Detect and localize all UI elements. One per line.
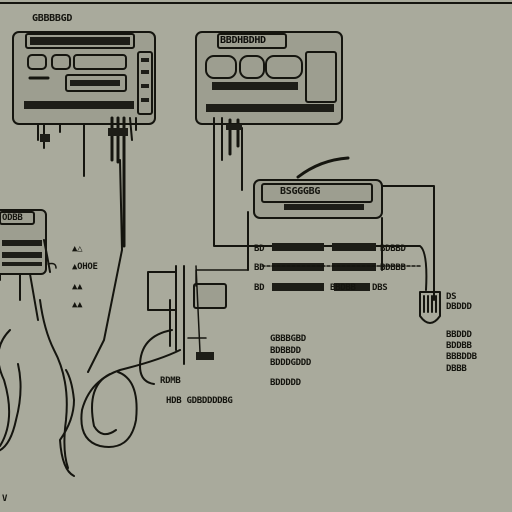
left-label-2: ▲OHOE: [72, 262, 98, 272]
row-2-prefix: BD: [254, 263, 265, 273]
unit-center-title: BSGGGBG: [280, 186, 321, 197]
row-3-prefix: BD: [254, 283, 265, 293]
row-3-suffix: BBDBB: [330, 283, 356, 293]
left-label-1: ▲△: [72, 244, 83, 254]
panel-left: [0, 209, 57, 321]
panel-top-center-title: BBDHBDHD: [220, 35, 266, 46]
row-2-suffix: BDBBB: [380, 263, 406, 273]
panel-left-title: ODBB: [2, 213, 23, 223]
terminal-rows: [261, 243, 421, 291]
left-label-4: ▲▲: [72, 300, 83, 310]
right-col-label-4: BBBDDB: [446, 352, 477, 362]
bottom-mid-label: HDB GDBDDDDBG: [166, 396, 233, 406]
mid-col-label-1: GBBBGBD: [270, 334, 306, 344]
header-title: GBBBBGD: [32, 13, 73, 24]
corner-mark: V: [2, 494, 8, 504]
right-col-label-3: BDDBB: [446, 341, 472, 351]
row-1-prefix: BD: [254, 244, 265, 254]
mid-col-label-3: BDDDGDDD: [270, 358, 311, 368]
left-cable-coil: [0, 299, 69, 469]
panel-top-center-wires: [213, 117, 263, 247]
unit-center: [247, 156, 435, 301]
mid-col-label-4: BDDDDD: [270, 378, 301, 388]
right-top-label: DS: [446, 292, 457, 302]
panel-top-left-wires: [37, 116, 137, 373]
right-col-label-1: DBDDD: [446, 302, 472, 312]
connector-plug: [419, 291, 441, 324]
panel-top-left: [12, 31, 156, 125]
bottom-mid-label-2: RDMB: [160, 376, 181, 386]
mid-col-label-2: BDBBDD: [270, 346, 301, 356]
row-3-mid: DBS: [372, 283, 388, 293]
center-cable-coil: [59, 265, 249, 477]
right-col-label-5: DBBB: [446, 364, 467, 374]
right-col-label-2: BBDDD: [446, 330, 472, 340]
panel-top-center: [195, 31, 343, 125]
row-1-suffix: BDBBD: [380, 244, 406, 254]
left-label-3: ▲▲: [72, 282, 83, 292]
